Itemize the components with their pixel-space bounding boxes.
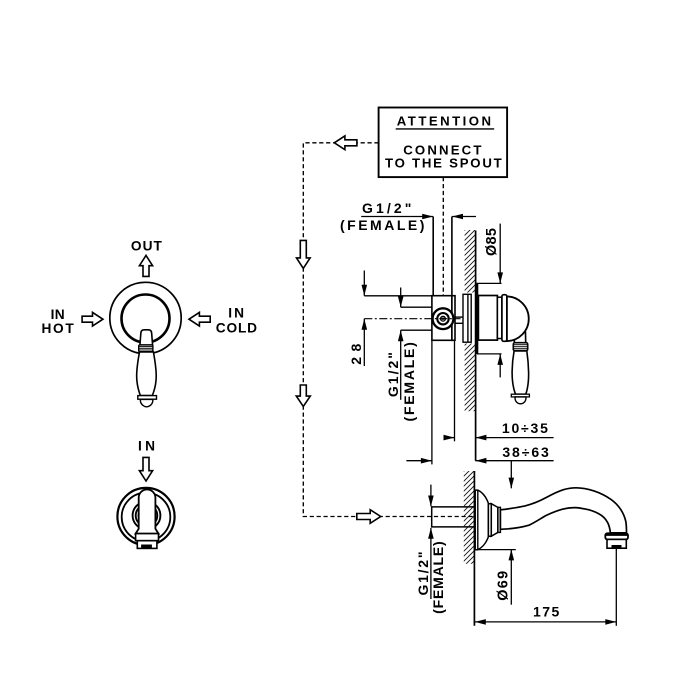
svg-text:OUT: OUT: [131, 239, 163, 254]
svg-text:TO THE SPOUT: TO THE SPOUT: [385, 156, 502, 171]
svg-text:IN: IN: [138, 438, 155, 453]
svg-text:G1/2": G1/2": [362, 200, 412, 216]
svg-text:G1/2": G1/2": [385, 352, 401, 397]
svg-text:COLD: COLD: [216, 321, 257, 336]
svg-text:10÷35: 10÷35: [502, 420, 548, 436]
svg-text:HOT: HOT: [42, 321, 75, 336]
svg-text:(FEMALE): (FEMALE): [430, 541, 446, 614]
svg-text:Ø85: Ø85: [484, 228, 500, 256]
svg-text:CONNECT: CONNECT: [403, 143, 481, 158]
svg-text:38÷63: 38÷63: [502, 444, 549, 460]
svg-text:Ø69: Ø69: [496, 571, 512, 601]
svg-text:IN: IN: [228, 306, 244, 321]
svg-text:G1/2": G1/2": [415, 552, 431, 596]
svg-text:IN: IN: [51, 307, 65, 322]
svg-text:175: 175: [533, 604, 560, 620]
svg-text:ATTENTION: ATTENTION: [397, 114, 491, 129]
